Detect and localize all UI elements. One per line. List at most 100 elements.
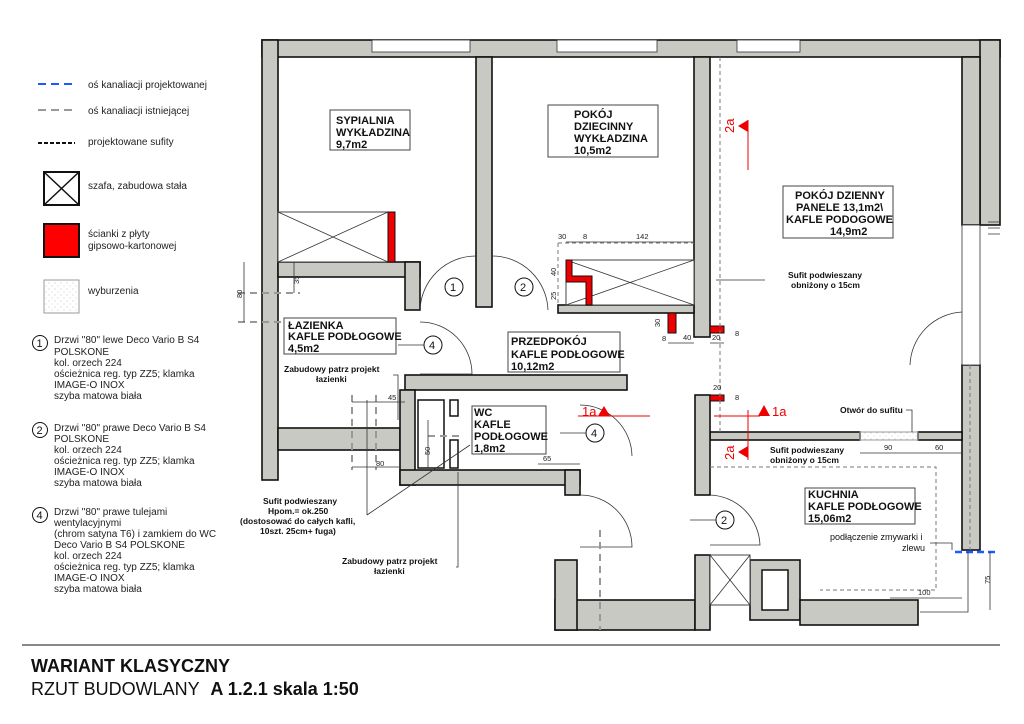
svg-text:KAFLE PODOGOWE: KAFLE PODOGOWE	[786, 214, 893, 226]
svg-text:100: 100	[918, 588, 931, 597]
spec-line: Drzwi "80" prawe tulejami	[54, 507, 167, 518]
svg-text:PRZEDPOKÓJ: PRZEDPOKÓJ	[511, 335, 587, 348]
room-pokoj-dzieciecy: POKÓJ DZIECINNY WYKŁADZINA 10,5m2	[547, 104, 659, 158]
door-spec-2: 2 Drzwi "80" prawe Deco Vario B S4 POLSK…	[32, 422, 206, 489]
annotation: Sufit podwieszany	[788, 270, 862, 280]
spec-line: POLSKONE	[54, 347, 109, 358]
section-mark: 2a	[722, 445, 737, 460]
section-mark: 1a	[582, 404, 597, 419]
svg-text:9,7m2: 9,7m2	[336, 139, 367, 151]
spec-line: IMAGE-O INOX	[54, 380, 125, 391]
svg-text:KAFLE PODŁOGOWE: KAFLE PODŁOGOWE	[808, 501, 922, 513]
svg-text:30: 30	[558, 232, 566, 241]
room-lazienka: ŁAZIENKA KAFLE PODŁOGOWE 4,5m2	[283, 317, 402, 355]
spec-line: (chrom satyna T6) i zamkiem do WC	[54, 529, 216, 540]
svg-text:KAFLE PODŁOGOWE: KAFLE PODŁOGOWE	[288, 331, 402, 343]
annotation: obniżony o 15cm	[791, 280, 860, 290]
svg-text:80: 80	[376, 459, 384, 468]
svg-text:8: 8	[583, 232, 587, 241]
spec-line: szyba matowa biała	[54, 478, 142, 489]
legend-label: oś kanaliacji projektowanej	[88, 80, 207, 91]
svg-text:40: 40	[549, 268, 558, 276]
svg-text:30: 30	[653, 319, 662, 327]
window	[371, 39, 471, 53]
room-labels: SYPIALNIA WYKŁADZINA 9,7m2 POKÓJ DZIECIN…	[283, 104, 922, 525]
svg-text:75: 75	[983, 576, 992, 584]
legend-label: szafa, zabudowa stała	[88, 181, 187, 192]
dotted-box-icon	[43, 279, 80, 314]
drawing-title: WARIANT KLASYCZNY	[31, 656, 230, 676]
svg-text:90: 90	[884, 443, 892, 452]
svg-text:8: 8	[735, 393, 739, 402]
svg-text:15,06m2: 15,06m2	[808, 513, 851, 525]
svg-text:8: 8	[735, 329, 739, 338]
spec-line: POLSKONE	[54, 434, 109, 445]
red-box-icon	[43, 223, 80, 258]
svg-text:POKÓJ DZIENNY: POKÓJ DZIENNY	[795, 189, 886, 202]
svg-text:PODŁOGOWE: PODŁOGOWE	[474, 431, 548, 443]
door-spec-1: 1 Drzwi "80" lewe Deco Vario B S4 POLSKO…	[32, 335, 200, 402]
spec-line: ościeżnica reg. typ ZZ5; klamka	[54, 456, 195, 467]
annotation: Zabudowy patrz projekt	[284, 364, 380, 374]
door-swings	[419, 57, 971, 591]
legend-label: ścianki z płyty	[88, 229, 150, 240]
annotation: 10szt. 25cm+ fuga)	[260, 526, 336, 536]
title-block: WARIANT KLASYCZNY RZUT BUDOWLANY A 1.2.1…	[22, 644, 1000, 699]
door-specs: 1 Drzwi "80" lewe Deco Vario B S4 POLSKO…	[32, 335, 216, 595]
legend-label: gipsowo-kartonowej	[88, 241, 176, 252]
room-wc: WC KAFLE PODŁOGOWE 1,8m2	[471, 405, 548, 455]
annotation: Hpom.= ok.250	[268, 506, 329, 516]
room-przedpokoj: PRZEDPOKÓJ KAFLE PODŁOGOWE 10,12m2	[507, 331, 625, 373]
svg-text:WYKŁADZINA: WYKŁADZINA	[336, 127, 410, 139]
svg-text:40: 40	[683, 333, 691, 342]
annotation: podłączenie zmywarki i	[830, 532, 923, 542]
drainage	[238, 292, 995, 630]
svg-text:14,9m2: 14,9m2	[830, 226, 867, 238]
spec-line: szyba matowa biała	[54, 391, 142, 402]
window	[556, 39, 658, 53]
legend-label: projektowane sufity	[88, 137, 174, 148]
annotation: zlewu	[902, 543, 925, 553]
annotation: Sufit podwieszany	[770, 445, 844, 455]
crossed-box-icon	[43, 171, 80, 206]
svg-text:35: 35	[292, 276, 301, 284]
svg-text:20: 20	[712, 333, 720, 342]
spec-line: szyba matowa biała	[54, 584, 142, 595]
svg-text:POKÓJ: POKÓJ	[574, 108, 613, 121]
spec-line: IMAGE-O INOX	[54, 467, 125, 478]
spec-line: ościeżnica reg. typ ZZ5; klamka	[54, 562, 195, 573]
annotation: łazienki	[374, 566, 405, 576]
annotation: łazienki	[316, 374, 347, 384]
svg-text:80: 80	[235, 290, 244, 298]
svg-text:KAFLE: KAFLE	[474, 419, 511, 431]
door-tag: 1	[450, 282, 456, 294]
walls	[261, 39, 1001, 631]
svg-text:65: 65	[543, 454, 551, 463]
svg-text:KUCHNIA: KUCHNIA	[808, 489, 859, 501]
drawing-subtitle: RZUT BUDOWLANY A 1.2.1 skala 1:50	[31, 679, 359, 699]
svg-text:WC: WC	[474, 407, 492, 419]
spec-line: wentylacyjnymi	[53, 518, 121, 529]
spec-line: kol. orzech 224	[54, 445, 122, 456]
windows	[371, 39, 1000, 366]
spec-line: ościeżnica reg. typ ZZ5; klamka	[54, 369, 195, 380]
dimensions: 30 8 142 40 25 30 8 40 20 8 20 8 35 80 4…	[235, 232, 992, 610]
svg-text:ŁAZIENKA: ŁAZIENKA	[288, 320, 344, 332]
spec-line: Drzwi "80" lewe Deco Vario B S4	[54, 335, 200, 346]
svg-text:20: 20	[713, 383, 721, 392]
annotation: Sufit podwieszany	[263, 496, 337, 506]
svg-text:60: 60	[935, 443, 943, 452]
svg-text:25: 25	[549, 292, 558, 300]
svg-text:10,12m2: 10,12m2	[511, 361, 554, 373]
annotation: obniżony o 15cm	[770, 455, 839, 465]
svg-text:8: 8	[662, 334, 666, 343]
door-tag: 2	[721, 515, 727, 527]
door-number: 4	[37, 510, 43, 522]
svg-text:DZIECINNY: DZIECINNY	[574, 121, 634, 133]
svg-text:WYKŁADZINA: WYKŁADZINA	[574, 133, 648, 145]
spec-line: kol. orzech 224	[54, 551, 122, 562]
annotations: Sufit podwieszany obniżony o 15cm Sufit …	[240, 270, 953, 576]
svg-text:PANELE 13,1m2\: PANELE 13,1m2\	[796, 202, 883, 214]
spec-line: Deco Vario B S4 POLSKONE	[54, 540, 185, 551]
